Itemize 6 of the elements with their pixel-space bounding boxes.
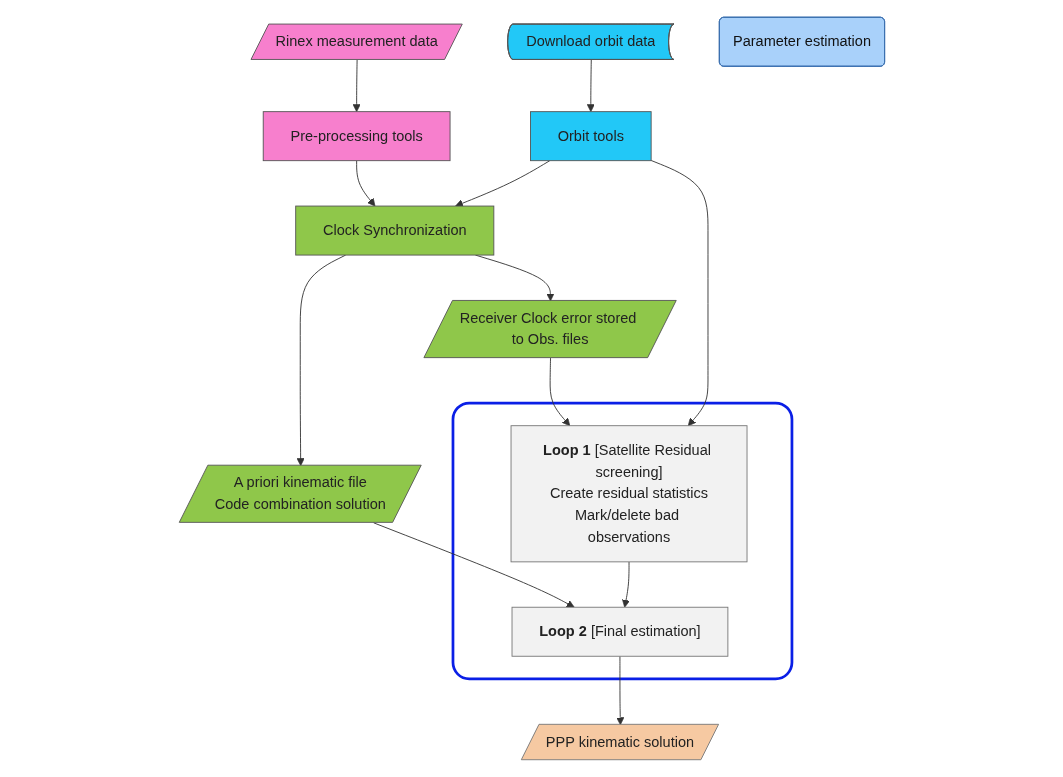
node-box: Clock Synchronization [294, 205, 494, 256]
node-box: Orbit tools [529, 111, 652, 162]
cluster [451, 401, 793, 681]
node-box: Loop 1 [Satellite Residual screening] Create residual statistics Mark/delete bad observations [510, 425, 748, 563]
node-box: Pre-processing tools [262, 111, 451, 162]
node-box: Loop 2 [Final estimation] [511, 606, 728, 657]
